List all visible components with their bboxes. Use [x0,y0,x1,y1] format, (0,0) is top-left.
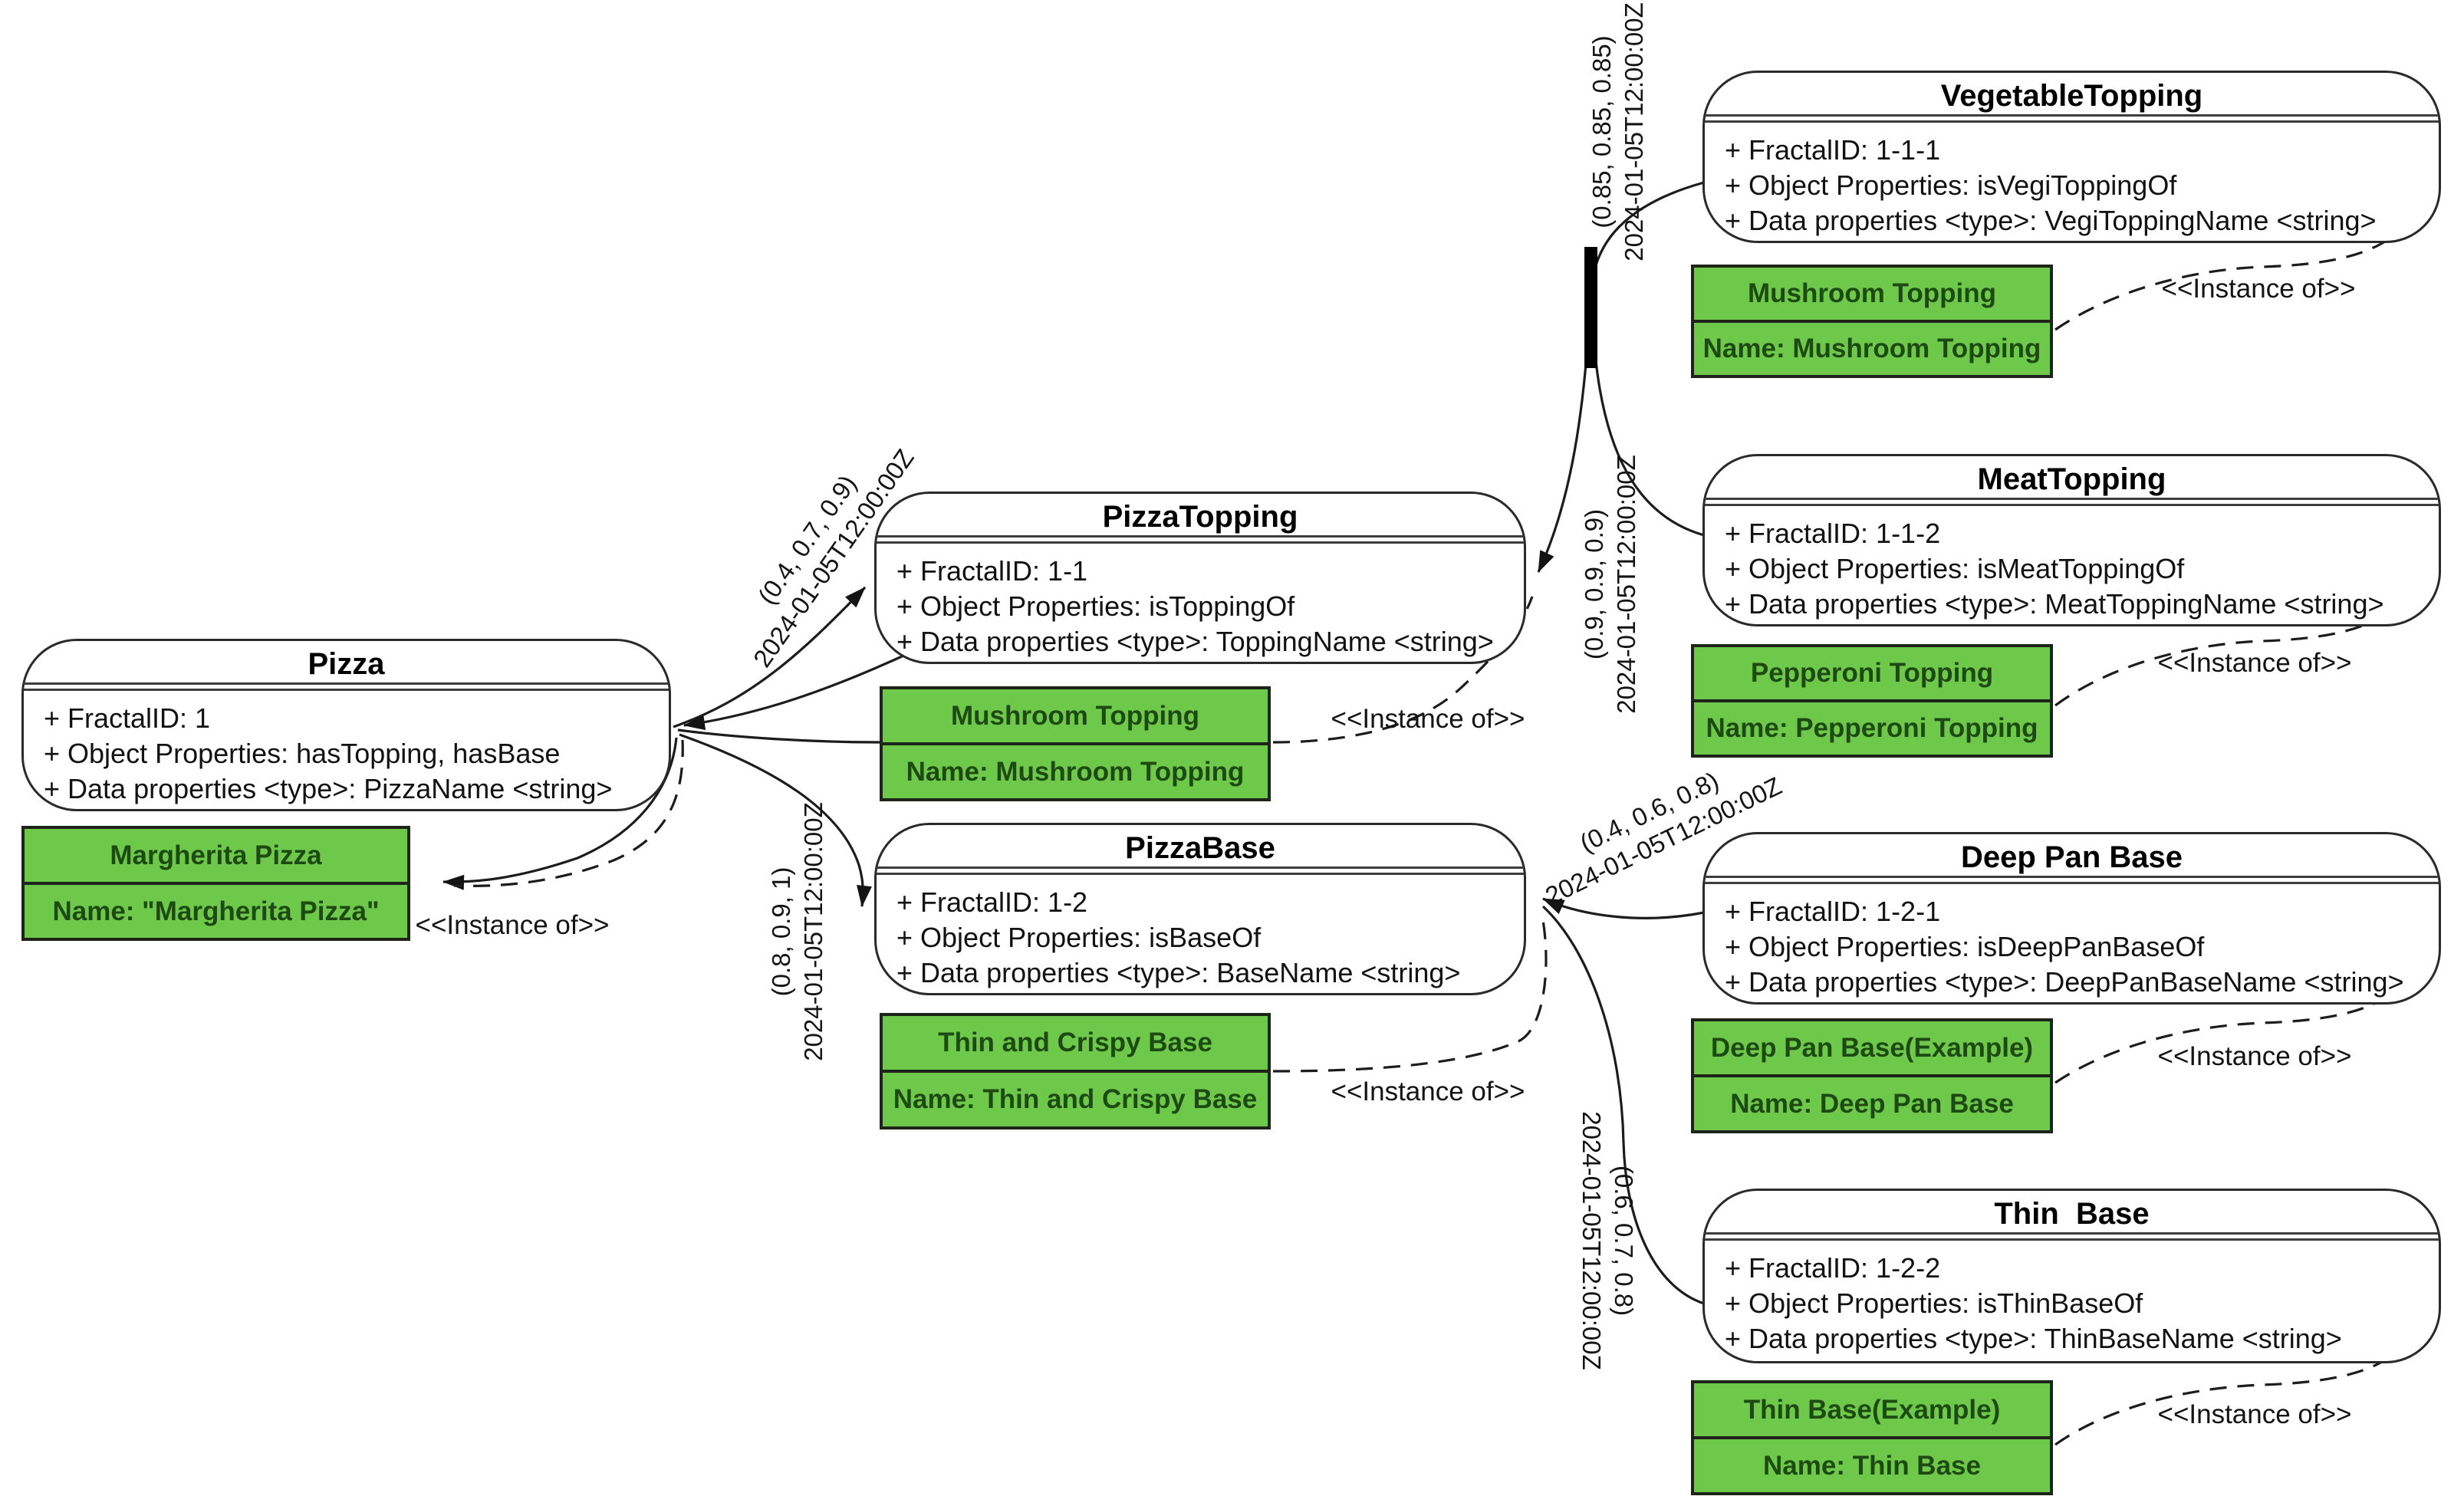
class-separator [1705,498,2439,506]
class-property: + Object Properties: isVegiToppingOf [1725,169,2177,201]
class-separator [1705,1232,2439,1241]
instance-box-deep-pan-base-example: Deep Pan Base(Example) Name: Deep Pan Ba… [1691,1018,2053,1133]
instance-title: Mushroom Topping [883,689,1268,745]
class-property: + FractalID: 1-2-2 [1725,1252,1941,1284]
class-property: + FractalID: 1 [44,702,211,734]
class-title: PizzaTopping [1102,500,1298,534]
instance-name: Name: Mushroom Topping [906,756,1245,787]
class-property: + FractalID: 1-1 [896,555,1088,587]
class-property: + Object Properties: isToppingOf [896,590,1295,622]
class-property: + Data properties <type>: VegiToppingNam… [1725,205,2377,236]
class-box-meattopping: MeatTopping + FractalID: 1-1-2 + Object … [1702,454,2441,626]
class-box-thinbase: Thin Base + FractalID: 1-2-2 + Object Pr… [1702,1189,2441,1363]
class-property: + Data properties <type>: MeatToppingNam… [1725,588,2384,620]
class-title: Thin Base [1994,1197,2150,1231]
instance-edge-pizza-to-margherita [453,739,684,887]
class-separator [877,535,1524,544]
class-separator [1705,114,2439,123]
class-property: + Data properties <type>: ThinBaseName <… [1725,1323,2342,1354]
class-property: + FractalID: 1-2 [896,886,1088,918]
instance-of-label-pizza: <<Instance of>> [415,910,610,940]
class-box-deeppanbase: Deep Pan Base + FractalID: 1-2-1 + Objec… [1702,832,2441,1005]
edge-label-thinbase: (0.6, 0.7, 0.8) 2024-01-05T12:00:00Z [1575,1111,1640,1370]
instance-of-label-vegetabletopping: <<Instance of>> [2161,274,2356,304]
class-box-pizza: Pizza + FractalID: 1 + Object Properties… [21,639,671,811]
class-separator [24,682,669,691]
edge-pizzatopping-to-pizza [683,652,910,731]
class-property: + Data properties <type>: BaseName <stri… [896,957,1461,988]
instance-name: Name: Thin and Crispy Base [893,1084,1258,1114]
instance-name: Name: Pepperoni Topping [1706,713,2038,743]
instance-of-label-thinbase: <<Instance of>> [2157,1399,2352,1429]
class-title: PizzaBase [1125,831,1275,865]
edge-timestamp: 2024-01-05T12:00:00Z [1577,1111,1606,1370]
instance-name: Name: Thin Base [1763,1450,1981,1481]
edge-timestamp: 2024-01-05T12:00:00Z [1612,455,1640,714]
instance-box-mushroom-topping-top: Mushroom Topping Name: Mushroom Topping [1691,265,2053,378]
instance-title: Deep Pan Base(Example) [1694,1021,2050,1077]
class-property: + Object Properties: isMeatToppingOf [1725,553,2185,584]
class-title: MeatTopping [1977,462,2166,496]
class-property: + Object Properties: isThinBaseOf [1725,1287,2143,1319]
edge-weight: (0.6, 0.7, 0.8) [1610,1165,1638,1317]
edge-label-meattopping: (0.9, 0.9, 0.9) 2024-01-05T12:00:00Z [1578,455,1643,714]
edge-label-vegetabletopping: (0.85, 0.85, 0.85) 2024-01-05T12:00:00Z [1586,2,1650,261]
class-separator [877,866,1524,875]
instance-name: Name: Mushroom Topping [1702,334,2041,363]
class-property: + FractalID: 1-1-2 [1725,518,1941,549]
instance-of-label-pizzatopping: <<Instance of>> [1331,704,1525,734]
instance-title: Thin and Crispy Base [883,1016,1268,1073]
class-property: + Data properties <type>: PizzaName <str… [44,773,613,804]
fork-junction-bar [1584,247,1597,368]
class-title: Deep Pan Base [1960,840,2183,874]
class-property: + FractalID: 1-2-1 [1725,896,1941,927]
edge-thinbase-to-pizzabase [1541,905,1705,1305]
edge-pizza-to-pizzabase [679,733,872,907]
instance-box-thin-and-crispy-base: Thin and Crispy Base Name: Thin and Cris… [880,1013,1271,1130]
edge-weight: (0.9, 0.9, 0.9) [1580,508,1608,660]
class-title: VegetableTopping [1940,79,2203,113]
edge-mushroom-to-pizza-junction [677,728,880,744]
instance-box-margherita-pizza: Margherita Pizza Name: "Margherita Pizza… [21,826,410,941]
edge-meattopping-to-fork [1594,353,1705,537]
edge-weight: (0.8, 0.9, 1) [767,866,795,997]
class-separator [1705,876,2439,884]
instance-name: Name: Deep Pan Base [1730,1088,2014,1119]
class-property: + Data properties <type>: DeepPanBaseNam… [1725,966,2404,998]
instance-box-pepperoni-topping: Pepperoni Topping Name: Pepperoni Toppin… [1691,644,2053,758]
class-property: + Object Properties: hasTopping, hasBase [44,738,561,769]
class-property: + Data properties <type>: ToppingName <s… [896,626,1494,657]
instance-title: Thin Base(Example) [1694,1383,2050,1439]
instance-box-mushroom-topping-center: Mushroom Topping Name: Mushroom Topping [880,686,1271,801]
instance-of-label-meattopping: <<Instance of>> [2157,648,2352,678]
edge-deeppan-to-pizzabase [1542,897,1705,919]
class-box-pizzatopping: PizzaTopping + FractalID: 1-1 + Object P… [874,492,1526,664]
instance-of-label-deeppanbase: <<Instance of>> [2157,1041,2352,1071]
class-property: + Object Properties: isDeepPanBaseOf [1725,931,2205,962]
instance-edge-thincrispy-to-pizzabase [1272,919,1548,1073]
edge-label-pizza-pizzabase: (0.8, 0.9, 1) 2024-01-05T12:00:00Z [765,802,830,1061]
edge-timestamp: 2024-01-05T12:00:00Z [799,802,827,1061]
class-property: + FractalID: 1-1-1 [1725,134,1941,166]
class-box-vegetabletopping: VegetableTopping + FractalID: 1-1-1 + Ob… [1702,71,2441,243]
instance-title: Pepperoni Topping [1694,647,2050,702]
edge-weight: (0.85, 0.85, 0.85) [1587,35,1616,229]
class-title: Pizza [308,647,385,681]
instance-title: Mushroom Topping [1694,268,2050,323]
instance-of-label-pizzabase: <<Instance of>> [1331,1077,1525,1106]
class-box-pizzabase: PizzaBase + FractalID: 1-2 + Object Prop… [874,823,1526,995]
instance-name: Name: "Margherita Pizza" [52,896,380,926]
instance-box-thin-base-example: Thin Base(Example) Name: Thin Base [1691,1380,2053,1495]
instance-title: Margherita Pizza [25,829,407,885]
edge-timestamp: 2024-01-05T12:00:00Z [1620,2,1648,261]
class-property: + Object Properties: isBaseOf [896,922,1262,953]
